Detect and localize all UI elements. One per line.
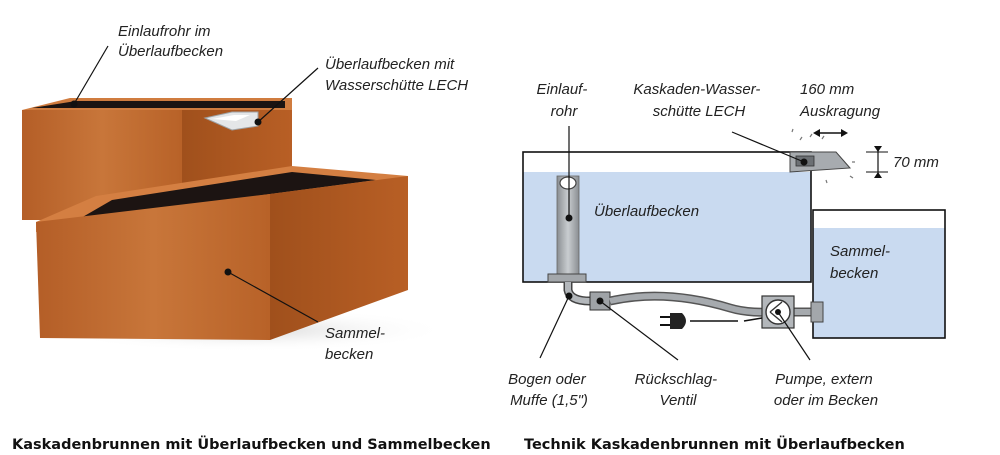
leader-right-valve bbox=[599, 300, 679, 361]
right-technical-diagram bbox=[522, 128, 946, 339]
label-right-pump: Pumpe, extern oder im Becken bbox=[774, 371, 878, 409]
leader-right-spout bbox=[731, 131, 805, 163]
pump-symbol bbox=[769, 301, 783, 323]
label-right-cascade-spout: Kaskaden-Wasser- schütte LECH bbox=[633, 81, 764, 120]
label-right-spout-height: 70 mm bbox=[893, 154, 939, 171]
caption-right: Technik Kaskadenbrunnen mit Überlaufbeck… bbox=[524, 435, 905, 453]
basin-inlet-fitting bbox=[810, 301, 824, 323]
lower-corten-basin bbox=[36, 166, 408, 340]
overhang-arrowhead-left bbox=[813, 129, 820, 137]
overflow-basin-outline bbox=[522, 151, 812, 283]
label-right-inlet-pipe: Einlauf- rohr bbox=[536, 81, 591, 120]
label-right-overhang: 160 mm Auskragung bbox=[799, 81, 881, 120]
leader-dot-left-overflow bbox=[254, 118, 262, 126]
leader-left-collecting bbox=[227, 271, 319, 323]
elbow-fitting-inner bbox=[565, 282, 591, 304]
label-left-overflow-basin: Überlaufbecken mit Wasserschütte LECH bbox=[325, 55, 468, 94]
dimension-overhang bbox=[813, 129, 848, 137]
overhang-arrowhead-right bbox=[841, 129, 848, 137]
upper-corten-basin bbox=[22, 98, 292, 220]
height-arrowhead-top bbox=[874, 146, 882, 152]
label-left-inlet-pipe: Einlaufrohr im Überlaufbecken bbox=[118, 23, 223, 60]
inlet-pipe bbox=[547, 175, 587, 283]
inlet-pipe-flange bbox=[547, 273, 587, 283]
right-leader-lines bbox=[539, 126, 811, 361]
label-right-overflow-basin: Überlaufbecken bbox=[594, 202, 699, 220]
leader-dot-left-inlet bbox=[70, 100, 78, 108]
label-right-elbow: Bogen oder Muffe (1,5") bbox=[508, 371, 590, 409]
leader-left-inlet bbox=[73, 45, 109, 105]
plug-body bbox=[670, 313, 686, 329]
leader-dot-right-pump bbox=[775, 309, 781, 315]
power-cable bbox=[690, 317, 763, 322]
height-arrowhead-bottom bbox=[874, 172, 882, 178]
label-right-check-valve: Rückschlag- Ventil bbox=[635, 371, 722, 409]
leader-dot-right-spout bbox=[800, 158, 808, 166]
dimension-height bbox=[866, 146, 888, 178]
leader-right-pump bbox=[777, 311, 811, 361]
lower-basin-front bbox=[36, 194, 270, 340]
leader-dot-left-collecting bbox=[224, 268, 232, 276]
leader-dot-right-elbow bbox=[565, 292, 573, 300]
label-right-collecting-basin: Sammel- becken bbox=[830, 243, 894, 282]
leader-dot-right-inlet bbox=[565, 214, 573, 222]
upper-basin-soil bbox=[32, 101, 285, 108]
lower-basin-side bbox=[270, 176, 408, 340]
collecting-basin-outline bbox=[812, 209, 946, 339]
label-left-collecting-basin: Sammel- becken bbox=[325, 325, 389, 363]
leader-right-elbow bbox=[539, 295, 570, 359]
leader-left-overflow bbox=[257, 67, 319, 123]
left-leader-lines bbox=[70, 45, 319, 323]
left-photo-illustration bbox=[22, 98, 450, 352]
power-plug-icon bbox=[660, 313, 763, 329]
water-splash-dots bbox=[791, 128, 855, 184]
lech-spout-shine bbox=[212, 115, 250, 121]
collecting-basin-water bbox=[813, 228, 945, 338]
inlet-pipe-opening bbox=[559, 176, 577, 190]
caption-left: Kaskadenbrunnen mit Überlaufbecken und S… bbox=[12, 435, 491, 453]
inlet-pipe-body bbox=[556, 175, 580, 275]
